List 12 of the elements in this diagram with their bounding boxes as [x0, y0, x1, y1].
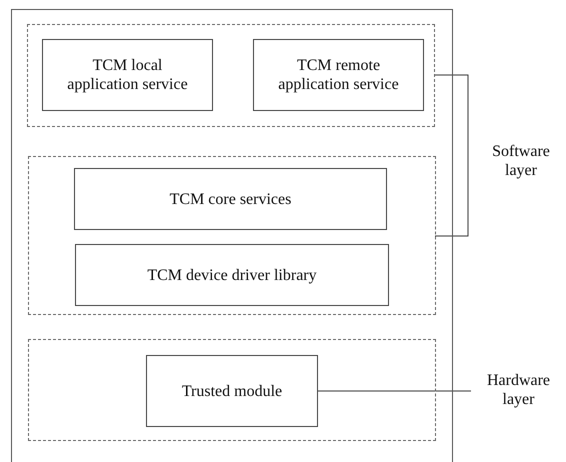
dashed-group-box	[27, 24, 435, 127]
outer-frame	[11, 9, 453, 462]
dashed-group-box	[28, 339, 436, 441]
component-box: TCM local application service	[42, 39, 213, 111]
component-box: TCM remote application service	[253, 39, 424, 111]
connector-line	[318, 390, 472, 392]
layer-label: Hardware layer	[471, 369, 566, 411]
dashed-group-box	[28, 156, 436, 315]
component-box: TCM core services	[74, 168, 387, 230]
layer-label: Software layer	[476, 140, 566, 182]
component-box: Trusted module	[146, 355, 318, 427]
component-box: TCM device driver library	[75, 244, 389, 306]
